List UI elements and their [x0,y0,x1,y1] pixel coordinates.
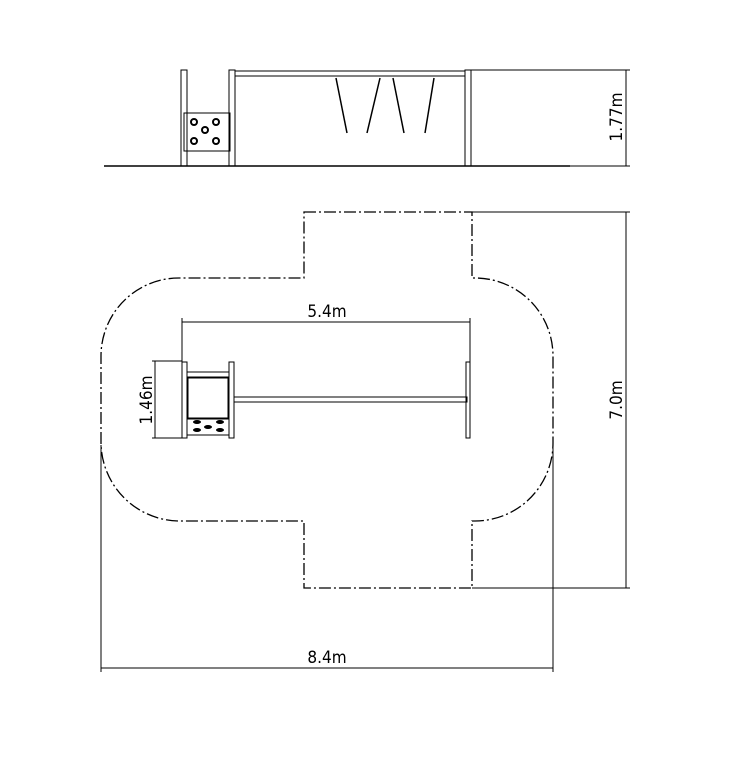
plan-view: 5.4m 1.46m 7.0m 8.4m [100,211,630,672]
zone-depth-label: 7.0m [607,380,627,419]
climbing-holds [190,118,220,145]
tower-post-right [228,69,236,167]
top-bar [234,70,466,77]
length-dimension: 5.4m [181,302,471,362]
side-elevation: 1.77m [104,69,630,167]
zone-length-dimension: 8.4m [100,445,554,672]
width-dimension: 1.46m [137,360,182,439]
hanging-ropes [335,77,435,134]
bar-plan [233,396,468,403]
end-post-plan [465,361,471,439]
climbing-panel [183,112,231,152]
length-label: 5.4m [307,302,346,322]
end-post [464,69,472,167]
height-dimension: 1.77m [471,69,630,167]
zone-length-label: 8.4m [307,648,346,668]
tower-post-left [180,69,188,167]
tower-plan [181,361,235,439]
zone-depth-dimension: 7.0m [472,211,630,589]
height-label: 1.77m [607,93,627,142]
safety-zone-outline [100,211,554,589]
width-label: 1.46m [137,376,157,425]
